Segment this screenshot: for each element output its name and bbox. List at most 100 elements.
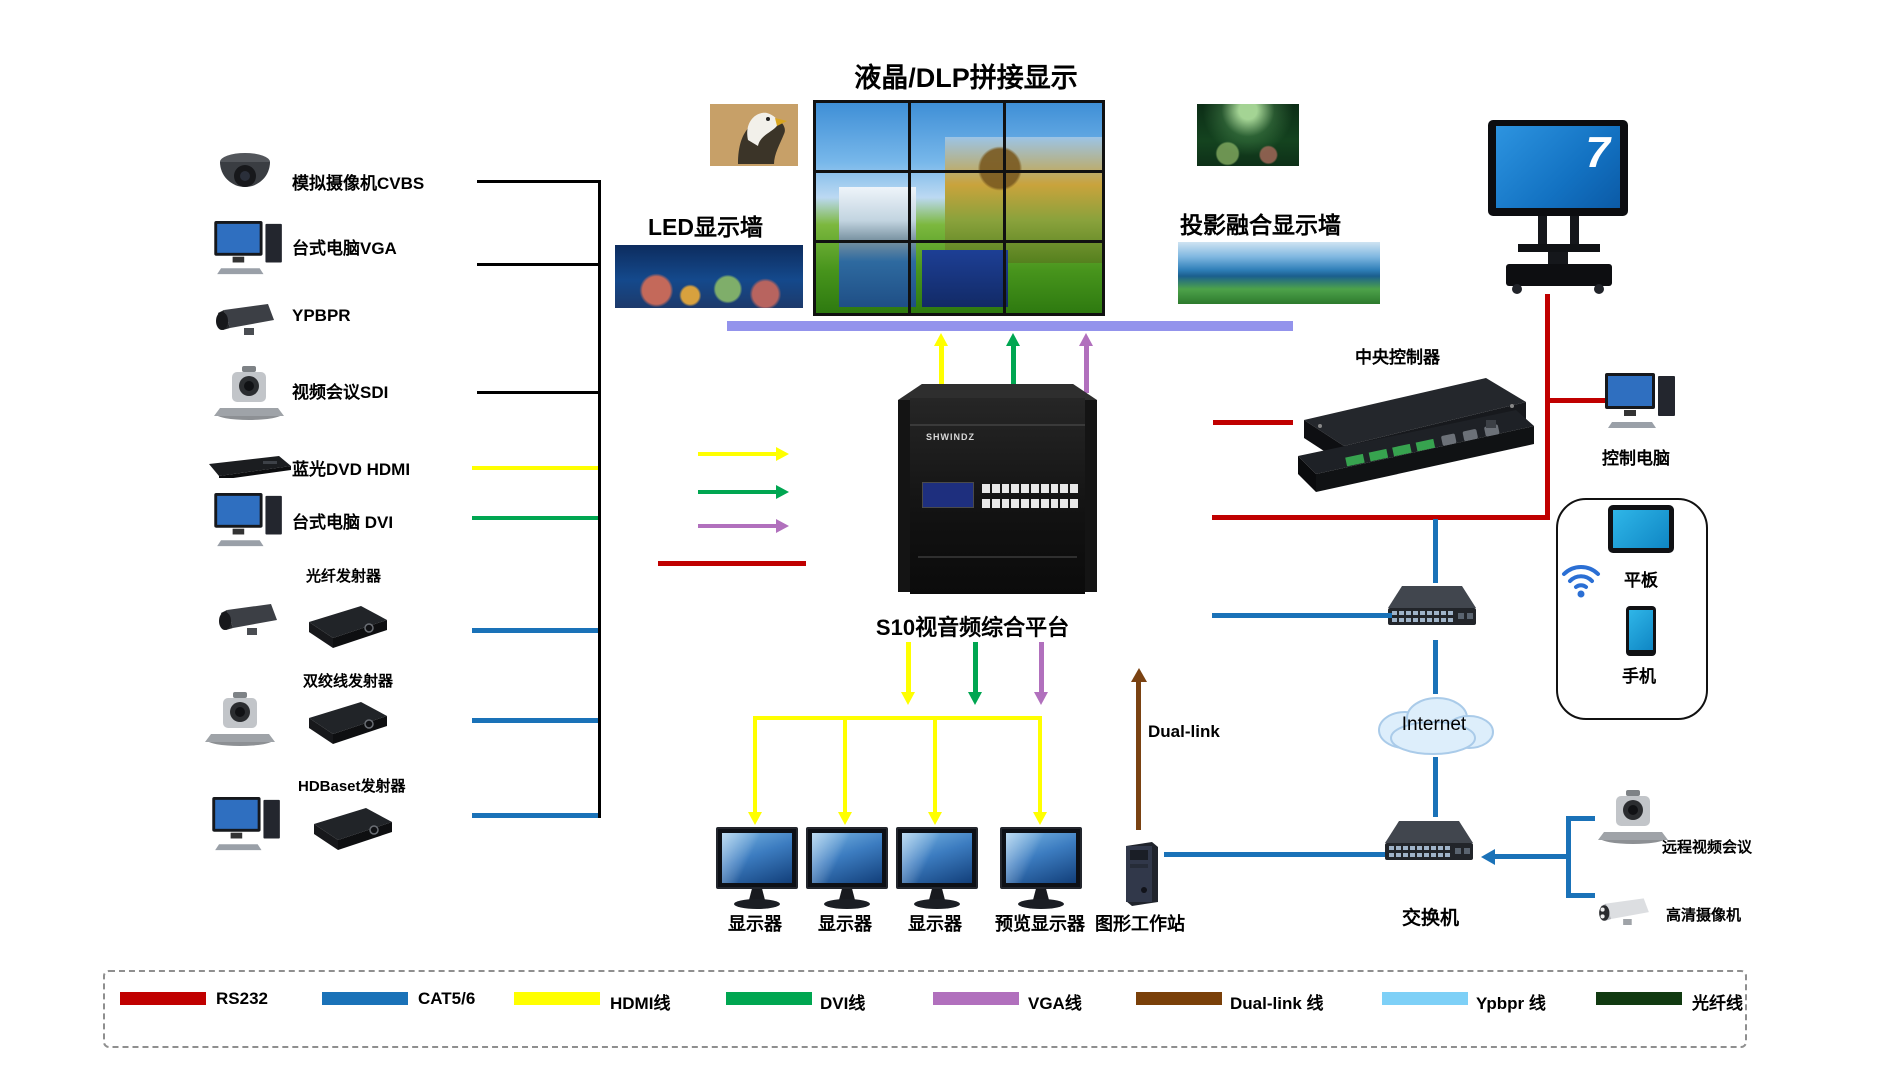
led-wall-image [615,245,803,308]
dual-link-line [1136,681,1141,830]
internet-cloud: Internet [1367,690,1501,760]
dvi-line [472,516,598,520]
projection-wall-label: 投影融合显示墙 [1180,212,1341,238]
platform-rail-right [1085,400,1097,592]
platform-lcd [922,482,974,508]
led-wall-label: LED显示墙 [648,214,763,240]
legend-swatch-vga [933,992,1019,1005]
source-label-hdmi: 蓝光DVD HDMI [292,460,411,479]
rs232-line [1212,515,1550,520]
legend-swatch-hdmi [514,992,600,1005]
hdmi-arrowhead [838,812,852,825]
legend-swatch-rs232 [120,992,206,1005]
cart-shelf [1518,244,1600,252]
fiber-transmitter-box-icon [303,602,391,652]
cart-pole [1548,252,1568,266]
dvi-arrowhead [776,485,789,499]
vga-line [1039,642,1044,692]
switch-label: 交换机 [1401,908,1459,929]
platform-top [898,384,1097,400]
dvi-arrowhead [968,692,982,705]
cat5-line [472,718,598,723]
video-line [477,180,600,183]
internet-label: Internet [1401,714,1467,735]
ptz-camera-icon [203,690,277,746]
desktop-pc-icon [210,796,286,852]
hdmi-line [698,452,776,456]
dual-link-arrowhead [1131,668,1147,682]
analog-dome-camera-icon [216,150,274,200]
legend-label-fiber: 光纤线 [1692,994,1743,1013]
projection-reef-image [1197,104,1299,166]
hdmi-line [472,466,598,470]
cat5-line [1569,893,1595,898]
desktop-pc-vga-icon [212,220,288,276]
wifi-icon [1560,556,1602,600]
monitor [806,827,888,909]
source-label-sdi: 视频会议SDI [292,383,389,402]
source-label-ypbpr: YPBPR [292,306,351,325]
cat5-line [1566,816,1571,898]
bullet-camera-icon [210,300,280,342]
page-title: 液晶/DLP拼接显示 [854,63,1078,93]
hdmi-arrowhead [901,692,915,705]
wall-window-blue-image [921,250,1008,307]
tablet-label: 平板 [1624,571,1658,590]
cart-pole [1570,216,1579,246]
rs232-line [1213,420,1293,425]
wall-grid-line [1003,103,1006,313]
remote-conference-label: 远程视频会议 [1662,839,1753,856]
hdmi-arrowhead [928,812,942,825]
fiber-transmitter-label: 光纤发射器 [306,568,382,585]
monitor-label: 显示器 [908,914,962,934]
source-label-cvbs: 模拟摄像机CVBS [292,174,425,193]
windows-logo: 7 [1585,128,1610,177]
wall-window-lake-image [838,187,917,307]
touch-display: 7 [1488,120,1628,216]
wall-grid-line [908,103,911,313]
central-controller-label: 中央控制器 [1355,348,1440,367]
hdmi-arrowhead [748,812,762,825]
legend-label-vga: VGA线 [1028,994,1082,1013]
remote-conference-camera-icon [1596,788,1670,844]
vga-line [698,524,776,528]
cart-wheel [1594,284,1604,294]
bullet-camera-icon [213,600,283,642]
hdmi-line [753,716,1042,720]
network-switch-icon [1386,580,1478,638]
hdmi-arrowhead [1033,812,1047,825]
cat5-arrowhead [1481,849,1495,865]
platform-brand: SHWINDZ [926,432,975,442]
rs232-line [658,561,806,566]
rs232-line [1550,398,1606,403]
legend-swatch-cat5 [322,992,408,1005]
platform-label: S10视音频综合平台 [875,615,1070,640]
wall-grid-line [816,240,1102,243]
dvi-line [973,642,978,692]
cat5-line [1569,816,1595,821]
cat5-line [1164,852,1385,857]
hdmi-line [933,716,937,812]
legend-label-cat5: CAT5/6 [418,989,476,1008]
workstation-tower-icon [1116,840,1164,908]
dual-link-label: Dual-link [1148,722,1220,741]
vga-arrowhead [776,519,789,533]
source-label-dvi: 台式电脑 DVI [292,513,394,532]
legend-swatch-ypbpr [1382,992,1468,1005]
twisted-pair-transmitter-label: 双绞线发射器 [303,673,394,690]
monitor [896,827,978,909]
twisted-pair-transmitter-box-icon [303,698,391,748]
projection-wall-image [1178,242,1380,304]
cart-pole [1538,216,1547,246]
dvi-arrowhead [1006,333,1020,346]
platform-buttons-row [982,499,1078,508]
vga-line [1084,345,1089,393]
cat5-line [1433,519,1438,583]
legend-label-hdmi: HDMI线 [610,994,671,1013]
platform-rail-left [898,400,910,592]
cat5-line [1433,757,1438,817]
workstation-label: 图形工作站 [1095,914,1185,934]
legend-box [103,970,1747,1048]
legend-swatch-fiber [1596,992,1682,1005]
cat5-line [1494,854,1570,859]
